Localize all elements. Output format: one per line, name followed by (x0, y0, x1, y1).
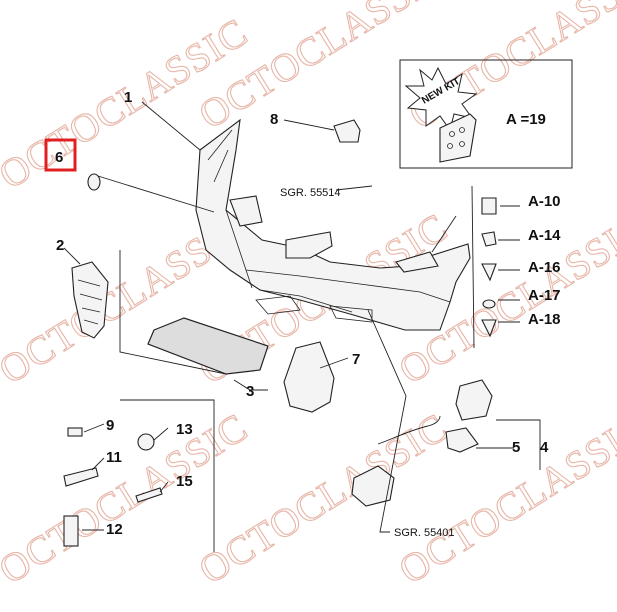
callout-8: 8 (270, 111, 278, 128)
callout-15: 15 (176, 473, 193, 490)
leader-lines (63, 101, 541, 552)
part-2-duct (71, 261, 109, 339)
harness-55401 (351, 415, 441, 507)
a-part-label: A-10 (528, 193, 561, 210)
a-part-label: A-14 (528, 227, 561, 244)
a-part-labels: A-10 A-14 A-16 A-17 A-18 (528, 193, 561, 328)
kit-bag-icon (439, 113, 477, 163)
part-7-bracket (283, 341, 335, 413)
callout-9: 9 (106, 417, 114, 434)
part-4-fog-lamp (455, 379, 493, 421)
callout-13: 13 (176, 421, 193, 438)
callout-3: 3 (246, 383, 254, 400)
a-series-fasteners (481, 197, 497, 338)
a-part-label: A-16 (528, 259, 561, 276)
highlight-box (44, 138, 77, 172)
starburst-icon (404, 66, 478, 132)
a-part-label: A-18 (528, 311, 561, 328)
front-bumper-assembly (195, 118, 471, 331)
callout-5: 5 (512, 439, 520, 456)
a-part-label: A-17 (528, 287, 561, 304)
part-6-cap (87, 173, 101, 191)
reference-sgr-55514: SGR. 55514 (280, 187, 341, 199)
callout-7: 7 (352, 351, 360, 368)
part-5-clip (445, 427, 479, 453)
reference-sgr-55401: SGR. 55401 (394, 527, 455, 539)
part-8-sensor (333, 119, 361, 143)
new-kit-panel: NEW KIT A =19 (399, 59, 573, 169)
callout-1: 1 (124, 89, 132, 106)
callouts: 1 2 3 4 5 6 7 8 9 11 12 13 15 (55, 89, 549, 538)
callout-4: 4 (540, 439, 549, 456)
hardware-group (63, 427, 163, 547)
callout-6: 6 (55, 149, 63, 166)
callout-2: 2 (56, 237, 64, 254)
kit-formula: A =19 (506, 111, 546, 128)
callout-12: 12 (106, 521, 123, 538)
callout-11: 11 (106, 449, 122, 466)
part-3-grille (147, 317, 269, 375)
